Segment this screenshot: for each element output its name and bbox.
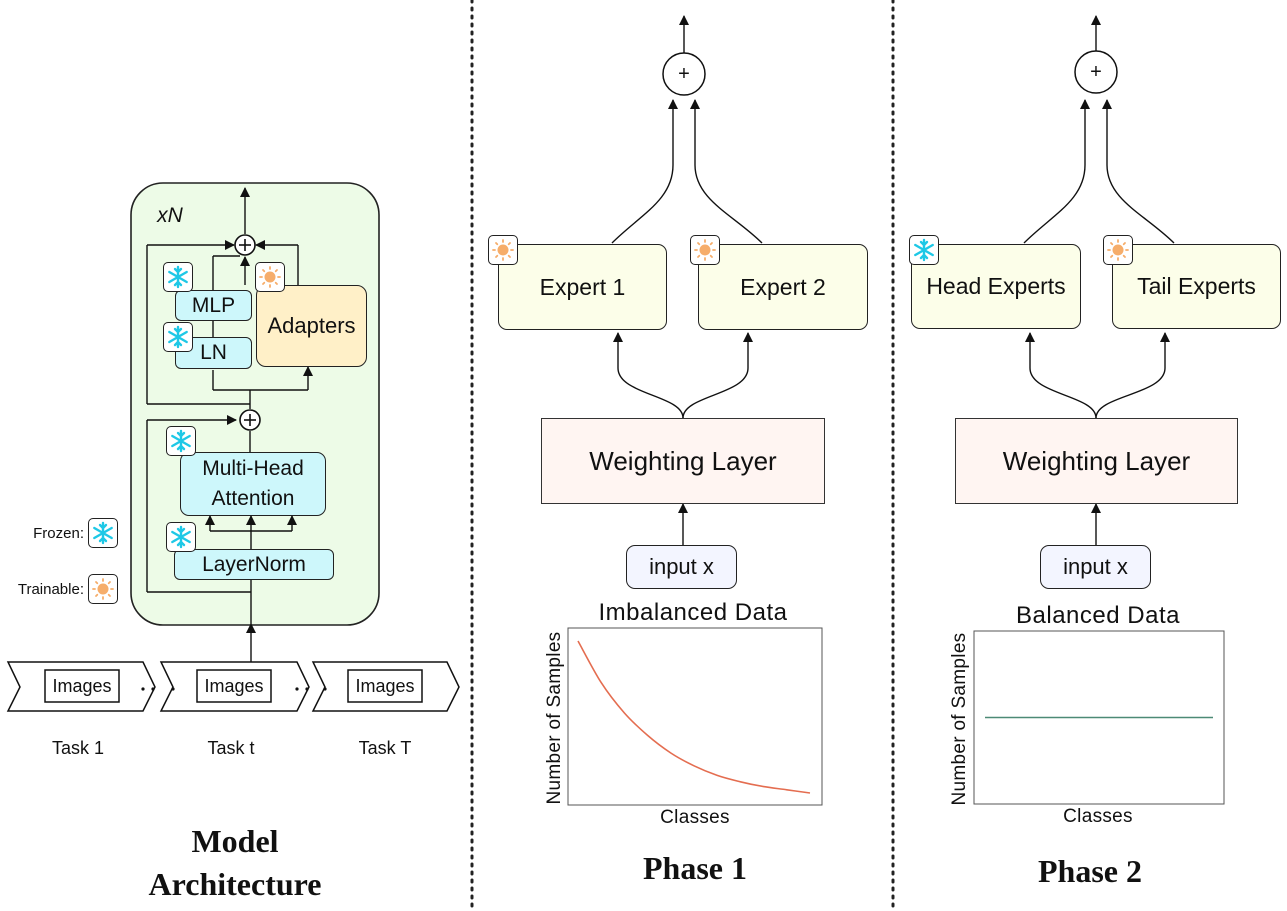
imbalanced-plot-frame	[567, 627, 823, 806]
layernorm-label: LayerNorm	[202, 552, 306, 576]
sun-icon	[492, 239, 514, 261]
sun-icon	[694, 239, 716, 261]
phase2-tail-experts-label: Tail Experts	[1137, 273, 1256, 299]
phase1-xlabel: Classes	[660, 807, 730, 828]
phase1-title: Phase 1	[643, 849, 747, 886]
phase1-plot-title: Imbalanced Data	[598, 599, 788, 626]
layernorm-frozen-badge	[166, 522, 196, 552]
phase1-plus-label: +	[678, 62, 690, 85]
sun-icon	[259, 266, 281, 288]
phase1-ylabel: Number of Samples	[544, 631, 565, 805]
phase1-expert-2: Expert 2	[698, 244, 868, 330]
task-1-images: Images	[52, 675, 112, 696]
task-t-label: Task t	[207, 737, 255, 758]
phase2-ylabel: Number of Samples	[949, 632, 970, 806]
phase2-sum-circle	[1074, 50, 1118, 94]
phase1-expert-2-trainable-badge	[690, 235, 720, 265]
legend-frozen-badge	[88, 518, 118, 548]
phase2-weighting-layer: Weighting Layer	[955, 418, 1238, 504]
legend-trainable-label: Trainable:	[17, 580, 84, 598]
mha-label-line1: Multi-Head	[202, 457, 304, 480]
snowflake-icon	[171, 525, 191, 549]
phase2-input: input x	[1040, 545, 1151, 589]
phase1-sum-circle	[662, 52, 706, 96]
sun-icon	[1107, 239, 1129, 261]
model-title-line1: Model	[191, 822, 279, 859]
phase1-expert-1: Expert 1	[498, 244, 667, 330]
phase2-xlabel: Classes	[1063, 806, 1133, 827]
task-t-images: Images	[204, 675, 264, 696]
phase1-expert-1-label: Expert 1	[539, 273, 626, 300]
task-1-label: Task 1	[51, 737, 105, 758]
phase1-input: input x	[626, 545, 737, 589]
snowflake-icon	[914, 238, 934, 262]
ln-label: LN	[200, 341, 227, 364]
phase2-plus-label: +	[1090, 60, 1102, 83]
task-T-images: Images	[355, 675, 415, 696]
legend-trainable-badge	[88, 574, 118, 604]
sun-icon	[92, 578, 114, 600]
multi-head-attention-module: Multi-Head Attention	[180, 452, 326, 516]
mlp-frozen-badge	[163, 262, 193, 292]
mha-frozen-badge	[166, 426, 196, 456]
phase2-title: Phase 2	[1038, 852, 1142, 889]
adapters-label: Adapters	[267, 313, 356, 338]
phase2-weighting-label: Weighting Layer	[1002, 445, 1191, 476]
snowflake-icon	[168, 265, 188, 289]
ln-module: LN	[175, 337, 252, 369]
mlp-label: MLP	[191, 293, 236, 317]
layernorm-module: LayerNorm	[174, 549, 334, 580]
mha-label-line2: Attention	[211, 487, 295, 510]
task-T-label: Task T	[358, 737, 412, 758]
phase2-plot-title: Balanced Data	[1016, 602, 1180, 629]
phase2-head-frozen-badge	[909, 235, 939, 265]
phase2-input-label: input x	[1063, 554, 1128, 579]
snowflake-icon	[168, 325, 188, 349]
imbalanced-curve	[577, 640, 811, 794]
phase1-weighting-label: Weighting Layer	[589, 445, 777, 476]
phase2-tail-experts: Tail Experts	[1112, 244, 1281, 329]
phase1-weighting-layer: Weighting Layer	[541, 418, 825, 504]
snowflake-icon	[93, 521, 113, 545]
phase2-tail-trainable-badge	[1103, 235, 1133, 265]
snowflake-icon	[171, 429, 191, 453]
phase1-input-label: input x	[649, 554, 714, 579]
adapters-module: Adapters	[256, 285, 367, 367]
model-title-line2: Architecture	[148, 865, 322, 902]
block-repeat-label: xN	[157, 204, 183, 227]
adapters-trainable-badge	[255, 262, 285, 292]
phase2-head-experts-label: Head Experts	[926, 273, 1066, 299]
phase2-head-experts: Head Experts	[911, 244, 1081, 329]
ln-frozen-badge	[163, 322, 193, 352]
mlp-module: MLP	[175, 290, 252, 321]
phase1-expert-2-label: Expert 2	[740, 273, 826, 300]
legend-frozen-label: Frozen:	[33, 524, 84, 542]
phase1-expert-1-trainable-badge	[488, 235, 518, 265]
